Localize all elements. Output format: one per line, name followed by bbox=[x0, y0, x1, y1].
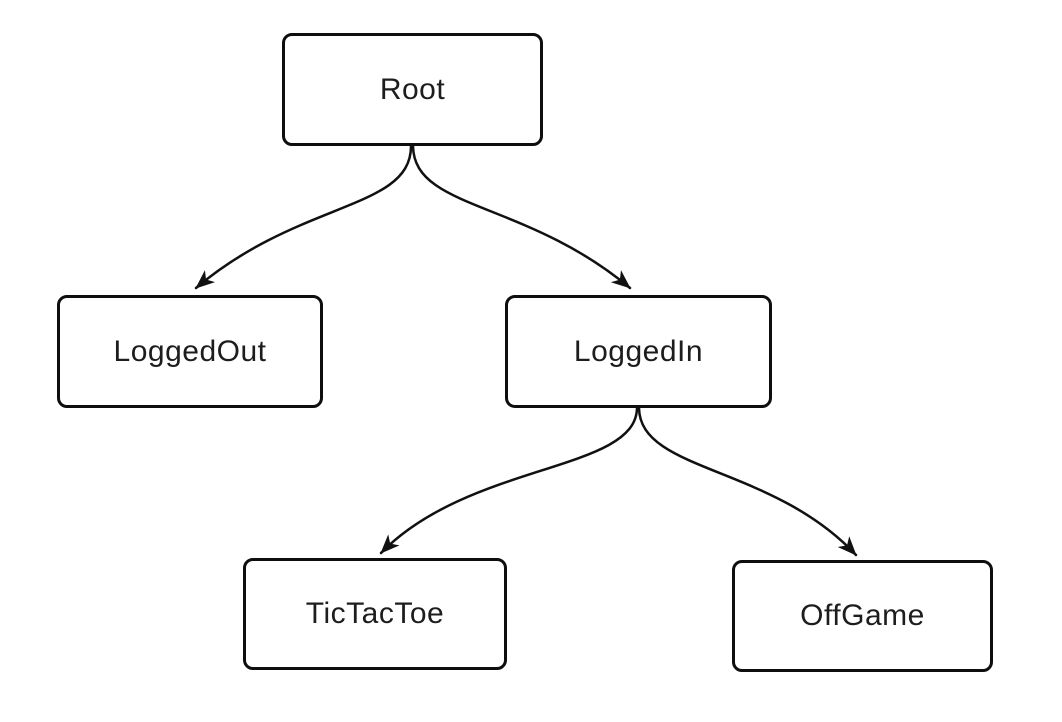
node-tictactoe: TicTacToe bbox=[243, 558, 507, 670]
node-loggedin-label: LoggedIn bbox=[573, 334, 704, 368]
node-loggedout: LoggedOut bbox=[57, 295, 323, 408]
node-loggedout-label: LoggedOut bbox=[113, 334, 267, 368]
edge-root-to-loggedin bbox=[411, 144, 632, 290]
node-offgame-label: OffGame bbox=[800, 599, 925, 632]
node-offgame: OffGame bbox=[732, 560, 993, 672]
node-root: Root bbox=[282, 33, 543, 146]
edge-loggedin-to-offgame bbox=[637, 406, 858, 557]
node-root-label: Root bbox=[379, 72, 446, 106]
edge-loggedin-to-tictactoe bbox=[379, 406, 639, 555]
edge-root-to-loggedout bbox=[194, 144, 413, 290]
node-loggedin: LoggedIn bbox=[505, 295, 772, 408]
node-tictactoe-label: TicTacToe bbox=[305, 597, 445, 630]
